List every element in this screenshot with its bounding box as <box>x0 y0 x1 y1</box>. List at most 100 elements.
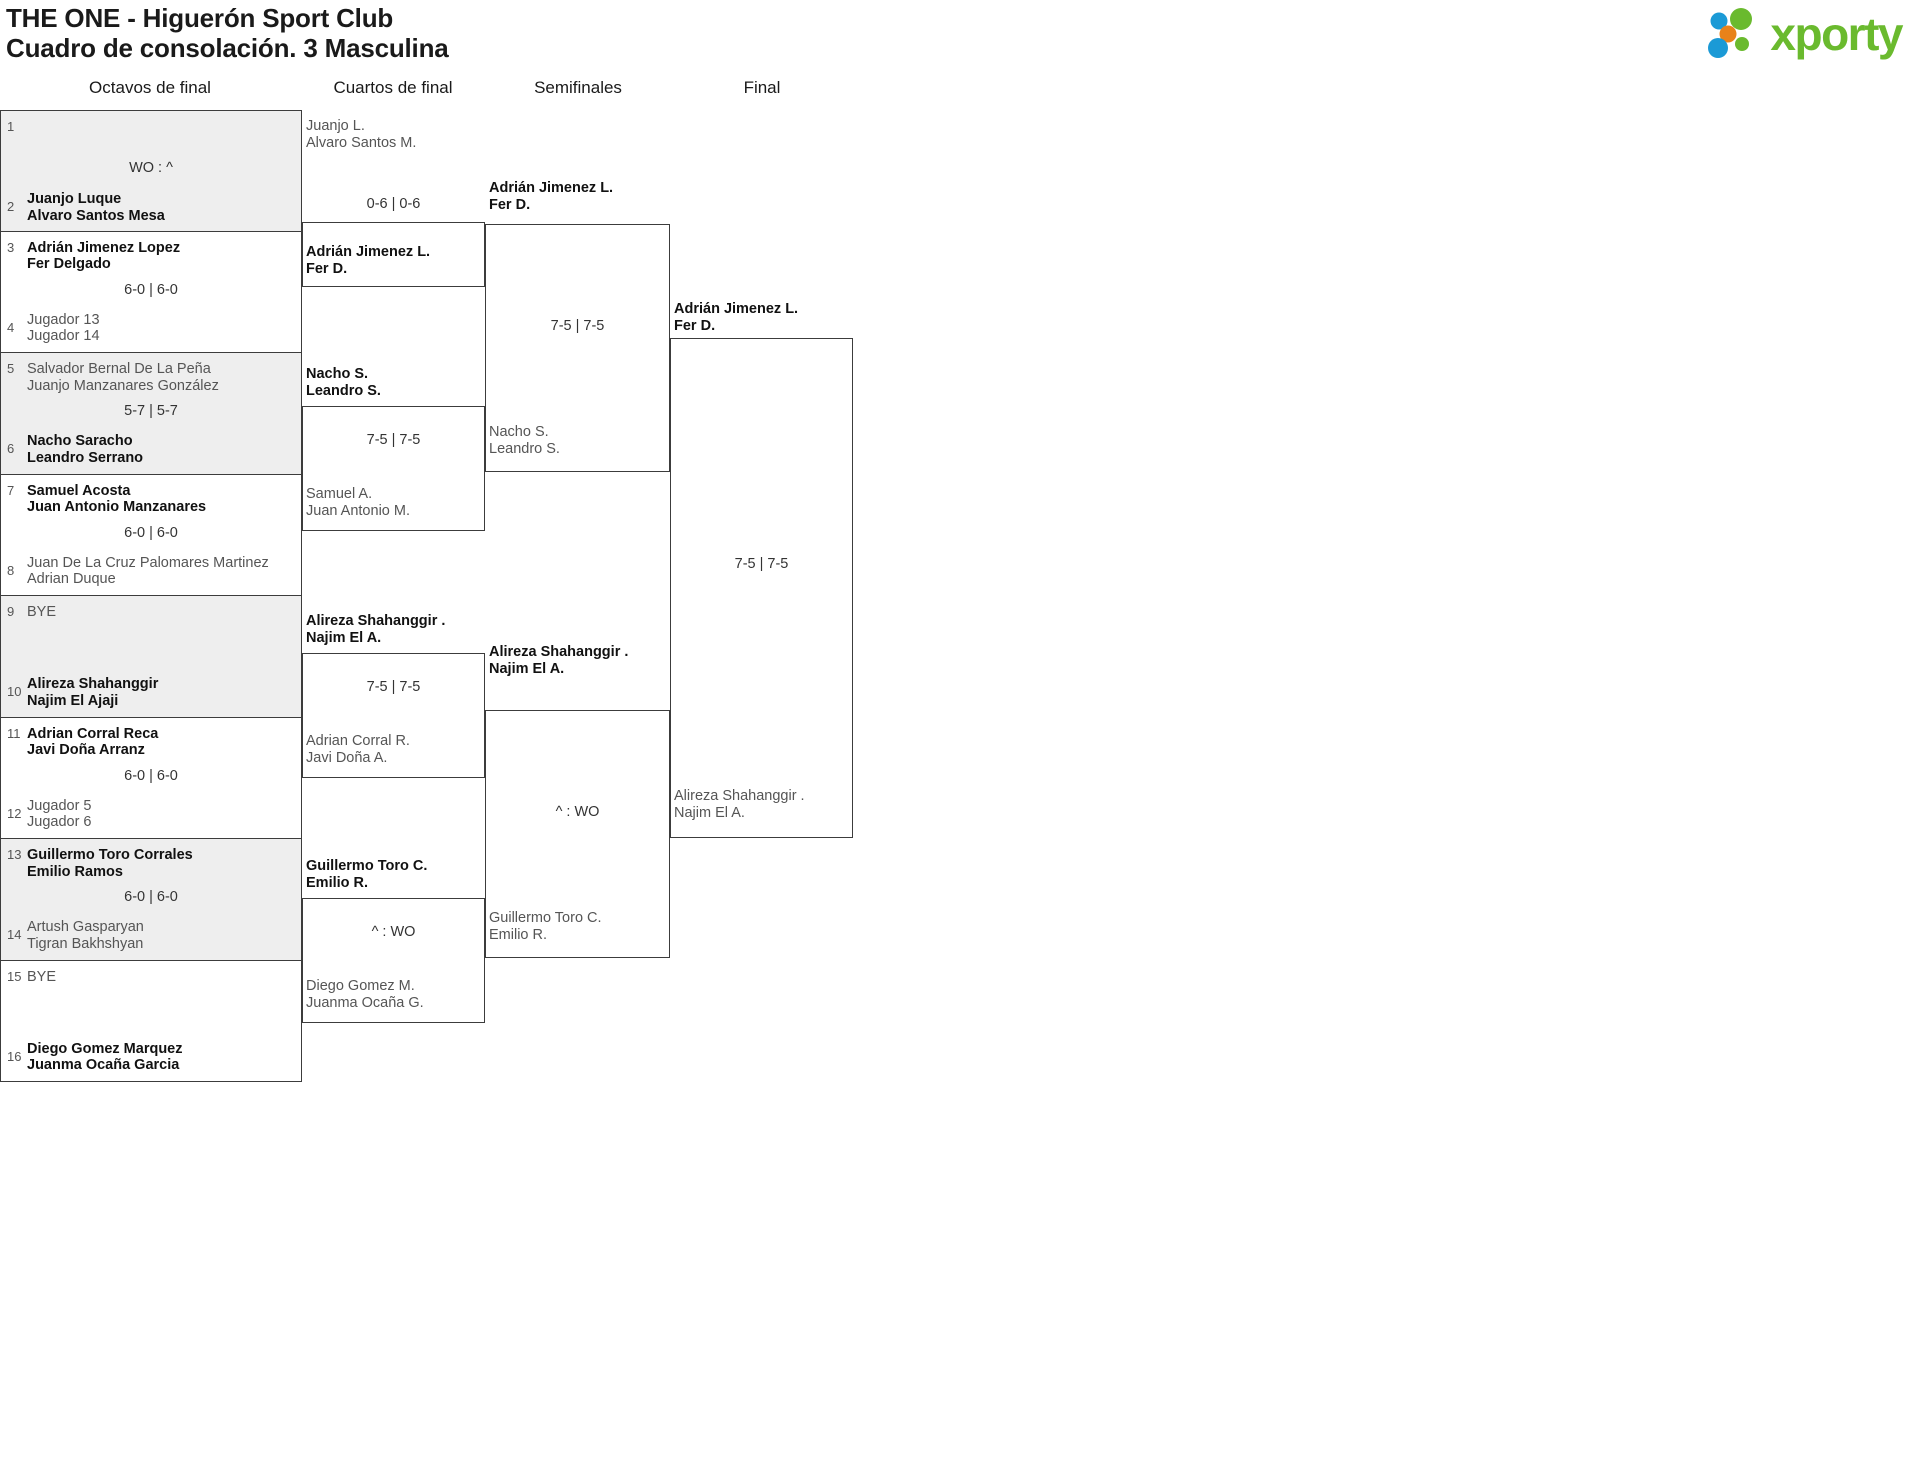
match-slot-top[interactable]: Alireza Shahanggir .Najim El A. <box>306 613 445 647</box>
seed-number: 7 <box>7 482 15 498</box>
logo-dots-icon <box>1708 8 1753 58</box>
player-name-2: Alvaro Santos Mesa <box>27 207 165 224</box>
round-header-cuartos: Cuartos de final <box>333 78 453 97</box>
match-score: 0-6 | 0-6 <box>366 196 421 212</box>
player-name-2: Juanjo Manzanares González <box>27 377 219 394</box>
player-names: BYE <box>27 604 56 621</box>
player-name-1: Juan De La Cruz Palomares Martinez <box>27 554 269 571</box>
player-name-2: Juan Antonio Manzanares <box>27 499 207 516</box>
round3-match[interactable] <box>485 710 670 958</box>
match-slot-bottom[interactable]: Alireza Shahanggir .Najim El A. <box>674 788 805 822</box>
seed-number: 4 <box>7 319 15 335</box>
round2-match[interactable] <box>302 898 485 1023</box>
match-slot-bottom[interactable]: Nacho S.Leandro S. <box>489 424 560 458</box>
seed-number: 10 <box>7 684 22 699</box>
match-score: 6-0 | 6-0 <box>124 767 178 784</box>
player-name-1: Guillermo Toro C. <box>489 910 602 926</box>
player-name-1: Adrian Corral Reca <box>27 725 159 742</box>
player-name-1: Alireza Shahanggir . <box>674 788 805 804</box>
round2-match[interactable] <box>302 406 485 531</box>
match-slot-top[interactable]: Juanjo L.Alvaro Santos M. <box>306 118 416 152</box>
seed-number: 5 <box>7 361 15 376</box>
round2-match[interactable] <box>302 653 485 778</box>
match-slot-bottom[interactable]: Adrian Corral R.Javi Doña A. <box>306 733 410 767</box>
match-slot-bottom[interactable]: Diego Gomez M.Juanma Ocaña G. <box>306 978 424 1012</box>
player-name-2: Juanma Ocaña G. <box>306 995 424 1012</box>
player-name-1: Samuel Acosta <box>27 482 131 499</box>
match-slot-top[interactable]: Alireza Shahanggir .Najim El A. <box>489 644 628 678</box>
round-header-octavos: Octavos de final <box>89 78 211 97</box>
xporty-logo: xporty <box>1708 8 1903 60</box>
player-name-1: BYE <box>27 604 57 620</box>
player-name-2: Leandro S. <box>489 441 560 458</box>
match-slot-bottom[interactable]: Adrián Jimenez L.Fer D. <box>306 244 430 278</box>
tournament-subtitle: Cuadro de consolación. 3 Masculina <box>6 33 449 64</box>
match-score: 7-5 | 7-5 <box>734 556 789 572</box>
player-name-1: Nacho S. <box>306 366 369 382</box>
match-slot-bottom[interactable]: Guillermo Toro C.Emilio R. <box>489 910 602 944</box>
round2-match[interactable] <box>302 222 485 287</box>
match-slot-top[interactable]: 1 <box>7 119 297 134</box>
seed-number: 1 <box>7 119 15 134</box>
round-header-semifinales: Semifinales <box>534 78 622 97</box>
player-name-2: Fer Delgado <box>27 256 111 273</box>
round3-match[interactable] <box>485 224 670 472</box>
seed-number: 14 <box>7 927 22 942</box>
player-name-1: Juanjo Luque <box>27 191 122 207</box>
match-slot-top[interactable]: Nacho S.Leandro S. <box>306 366 381 400</box>
player-name-2: Jugador 14 <box>27 328 100 345</box>
match-score: 5-7 | 5-7 <box>124 403 178 419</box>
seed-number: 12 <box>7 805 22 821</box>
round4-match[interactable] <box>670 338 853 838</box>
match-score: 6-0 | 6-0 <box>124 889 178 905</box>
page-title: THE ONE - Higuerón Sport Club Cuadro de … <box>6 3 1006 63</box>
player-name-2: Najim El A. <box>489 661 565 678</box>
player-name-1: Guillermo Toro Corrales <box>27 847 193 863</box>
match-slot-bottom[interactable]: Samuel A.Juan Antonio M. <box>306 486 410 520</box>
match-slot-top[interactable]: Adrián Jimenez L.Fer D. <box>674 301 798 335</box>
match-slot-top[interactable]: Guillermo Toro C.Emilio R. <box>306 858 427 892</box>
player-name-2: Fer D. <box>674 318 716 335</box>
seed-number: 13 <box>7 847 22 862</box>
player-name-2: Fer D. <box>306 261 348 278</box>
player-name-2: Leandro Serrano <box>27 449 144 466</box>
player-name-2: Emilio R. <box>306 875 369 892</box>
player-name-2: Emilio R. <box>489 927 548 944</box>
player-name-2: Javi Doña A. <box>306 750 388 767</box>
seed-number: 6 <box>7 441 15 456</box>
player-name-1: Adrián Jimenez Lopez <box>27 239 181 256</box>
match-slot-top[interactable]: Adrián Jimenez L.Fer D. <box>489 180 613 214</box>
player-name-1: Jugador 5 <box>27 797 92 814</box>
